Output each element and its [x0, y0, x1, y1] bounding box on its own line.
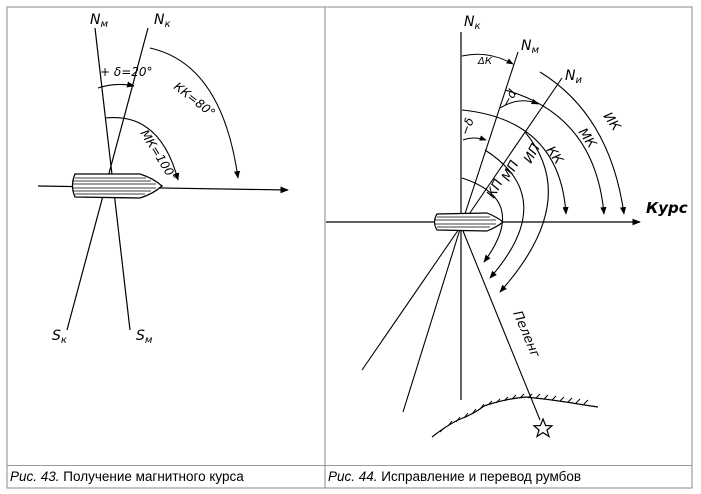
- line-lower-mid: [402, 225, 462, 413]
- label-s-k: Sк: [52, 328, 67, 346]
- label-delta: + δ=20°: [100, 65, 153, 79]
- label-kp: КП: [484, 177, 506, 201]
- figure-44: Nк Nм Nи ΔК −d −δ ИК МК КК ИП МП КП Курс…: [325, 7, 692, 488]
- bearing-line: [460, 225, 541, 421]
- label-minus-d: −d: [498, 87, 519, 110]
- ik-arc: [539, 71, 627, 215]
- label-kk: КК=80°: [171, 79, 218, 120]
- mk-arc: [104, 116, 180, 181]
- figure-44-drawing: Nк Nм Nи ΔК −d −δ ИК МК КК ИП МП КП Курс…: [326, 14, 688, 438]
- label-n-m: Nм: [90, 12, 108, 30]
- label-dk: ΔК: [477, 56, 493, 67]
- figure-43: Nм Nк + δ=20° КК=80° МК=100° Sк Sм Рис. …: [7, 7, 325, 488]
- label-minus-delta: −δ: [458, 116, 477, 137]
- kk-arc: [461, 109, 569, 215]
- ip-arc: [499, 131, 549, 293]
- label-mp: МП: [499, 158, 522, 184]
- ship-hull: [71, 173, 163, 199]
- label-n-m: Nм: [521, 38, 539, 56]
- label-n-k: Nк: [464, 14, 481, 32]
- coastline: [431, 396, 599, 438]
- label-ik: ИК: [600, 110, 624, 135]
- figure-43-drawing: Nм Nк + δ=20° КК=80° МК=100° Sк Sм: [37, 12, 289, 346]
- label-mk: МК: [575, 126, 599, 152]
- caption-text: Исправление и перевод румбов: [377, 469, 582, 484]
- true-meridian: [460, 77, 563, 227]
- magnetic-meridian: [460, 51, 519, 227]
- kp-arc: [461, 177, 504, 263]
- label-kk: КК: [543, 144, 566, 168]
- figure-44-caption: Рис. 44. Исправление и перевод румбов: [325, 465, 692, 488]
- label-kurs: Курс: [646, 199, 688, 217]
- dk-arc: [461, 53, 514, 65]
- mk-arc: [504, 89, 607, 215]
- minus-d-arc: [499, 98, 539, 109]
- mp-arc: [484, 149, 525, 279]
- coastline-hatching: [439, 393, 589, 433]
- landmark-star-icon: [532, 417, 554, 438]
- caption-number: Рис. 43.: [10, 469, 60, 484]
- label-peleng: Пеленг: [509, 309, 542, 360]
- line-lower-left: [361, 225, 462, 371]
- label-s-m: Sм: [136, 328, 153, 346]
- minus-delta-arc: [462, 135, 487, 141]
- label-n-k: Nк: [154, 12, 171, 30]
- figure-43-caption: Рис. 43. Получение магнитного курса: [7, 465, 325, 488]
- deviation-arc: [97, 81, 135, 89]
- kk-arc: [149, 47, 241, 179]
- caption-number: Рис. 44.: [328, 469, 378, 484]
- caption-text: Получение магнитного курса: [59, 469, 244, 484]
- label-n-i: Nи: [565, 68, 582, 86]
- ship-hull: [433, 212, 504, 232]
